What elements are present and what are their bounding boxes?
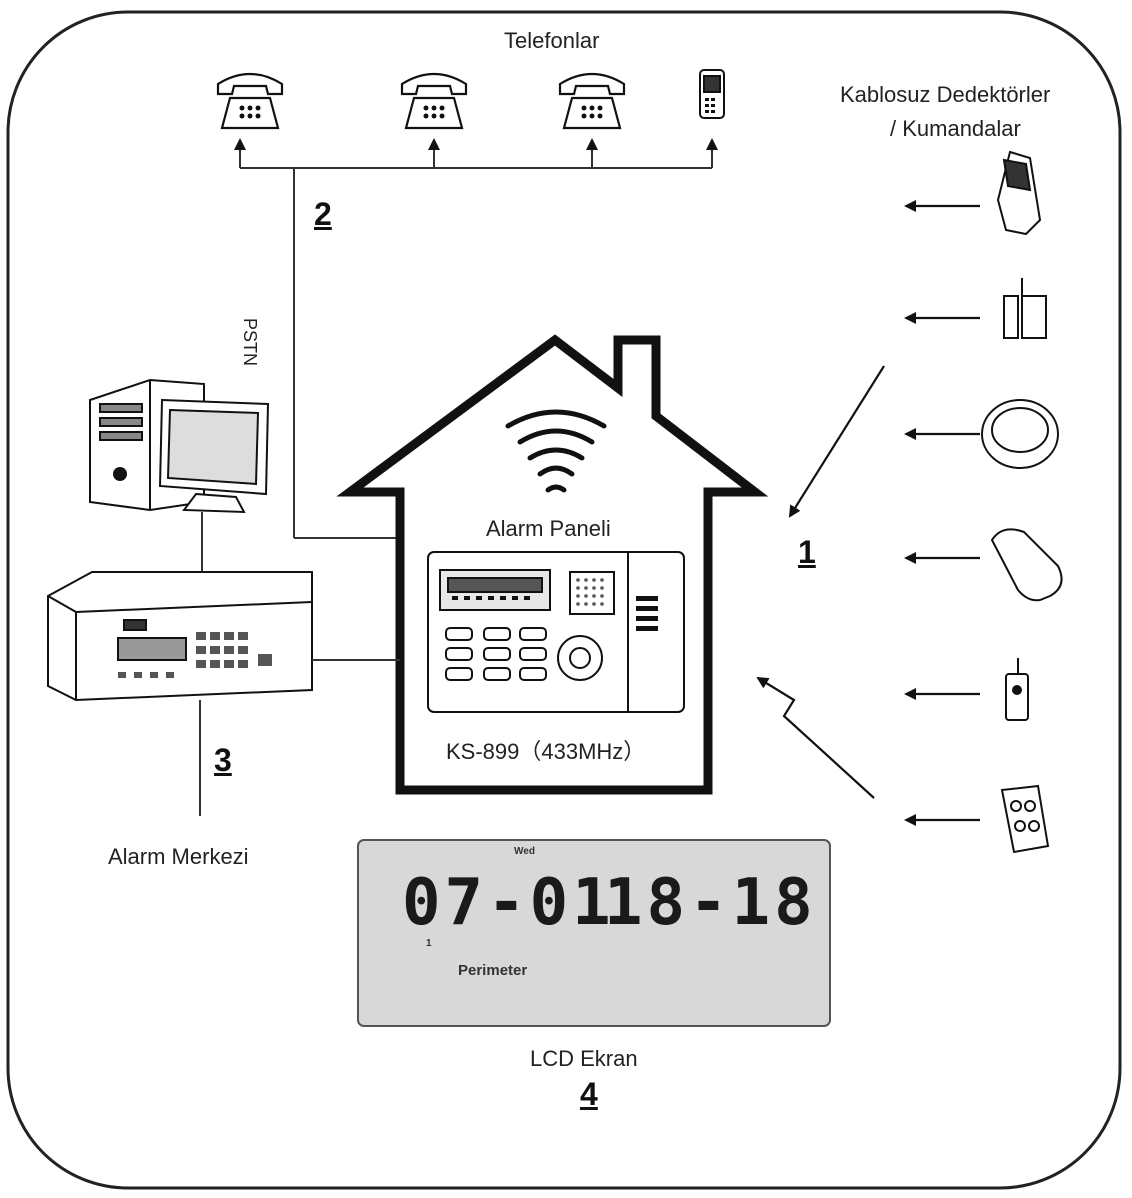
lcd-mode: Perimeter bbox=[458, 962, 528, 979]
phones-label: Telefonlar bbox=[504, 28, 600, 53]
door-contact-sensor-icon bbox=[1003, 278, 1047, 339]
computer-icon bbox=[89, 378, 270, 586]
telephone-icon bbox=[216, 73, 284, 130]
step-number-3: 3 bbox=[214, 742, 232, 778]
wireless-detectors-label: Kablosuz Dedektörler bbox=[840, 82, 1051, 107]
lcd-date: 07-01 bbox=[402, 866, 615, 940]
smoke-detector-icon bbox=[981, 399, 1059, 469]
lcd-day: Wed bbox=[514, 846, 535, 857]
house-outline bbox=[336, 334, 769, 795]
radio-lightning-arrow bbox=[756, 676, 875, 799]
telephone-icon bbox=[400, 73, 468, 130]
outer-frame bbox=[6, 10, 1122, 1190]
pstn-lines bbox=[234, 138, 718, 539]
pstn-label: PSTN bbox=[240, 318, 260, 367]
alarm-panel-device bbox=[427, 551, 685, 713]
lcd-zone: 1 bbox=[426, 938, 432, 949]
lcd-screen bbox=[357, 839, 831, 1027]
telephone-icon bbox=[558, 73, 626, 130]
pir-motion-detector-icon bbox=[996, 150, 1042, 236]
wireless-signal-icon bbox=[505, 409, 607, 493]
wireless-remotes-label: / Kumandalar bbox=[890, 116, 1021, 141]
detector-arrows bbox=[788, 200, 980, 826]
alarm-center-receiver bbox=[47, 571, 313, 816]
step-number-1: 1 bbox=[798, 534, 816, 570]
remote-control-icon bbox=[1000, 784, 1050, 854]
step-number-2: 2 bbox=[314, 196, 332, 232]
mobile-phone-icon bbox=[699, 69, 725, 119]
alarm-panel-label: Alarm Paneli bbox=[486, 516, 611, 541]
model-label: KS-899（433MHz） bbox=[446, 739, 646, 764]
glass-break-sensor-icon bbox=[990, 528, 1063, 602]
lcd-time: 18-18 bbox=[604, 866, 817, 940]
alarm-center-label: Alarm Merkezi bbox=[108, 844, 249, 869]
step-number-4: 4 bbox=[580, 1076, 598, 1112]
panic-button-icon bbox=[1005, 658, 1029, 721]
lcd-screen-label: LCD Ekran bbox=[530, 1046, 638, 1071]
